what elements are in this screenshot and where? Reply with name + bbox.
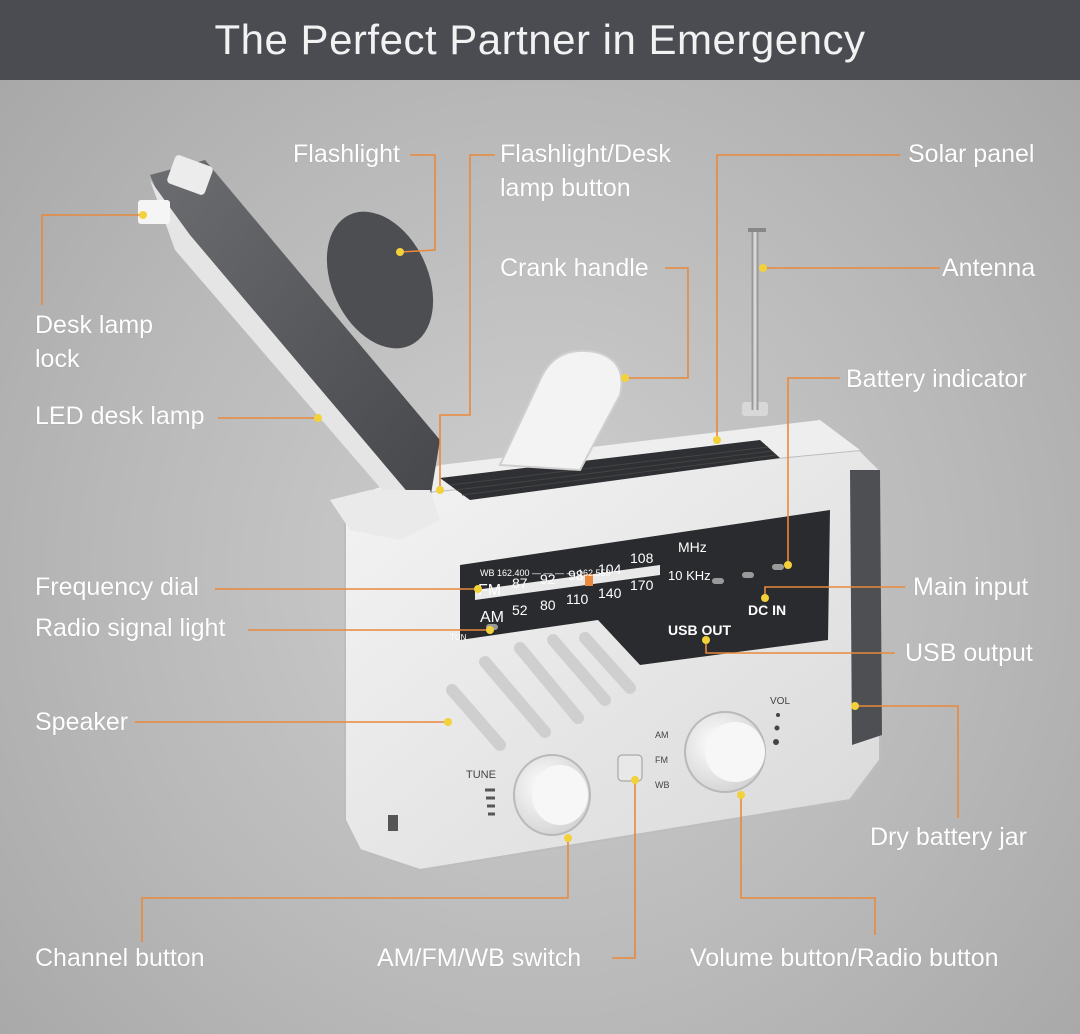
label-solar-panel: Solar panel — [908, 140, 1035, 168]
flashlight-head — [326, 211, 434, 349]
fm-scale-2: 98 — [568, 567, 584, 583]
usb-out-label: USB OUT — [668, 622, 731, 638]
label-frequency-dial: Frequency dial — [35, 573, 199, 601]
fm-scale-4: 108 — [630, 550, 654, 566]
fm-scale-0: 87 — [512, 575, 528, 591]
fm-scale-3: 104 — [598, 561, 622, 577]
band-switch[interactable] — [617, 754, 643, 782]
am-scale-3: 140 — [598, 585, 622, 601]
label-battery-indicator: Battery indicator — [846, 365, 1027, 393]
speaker-grille — [446, 632, 636, 751]
device-markings: WB 162.400 — — — — 162.550 MHz FM 87 92 … — [450, 539, 786, 642]
switch-fm-label: FM — [655, 755, 668, 765]
label-crank-handle: Crank handle — [500, 254, 649, 282]
tune-label: TUNE — [466, 769, 496, 781]
product-diagram: WB 162.400 — — — — 162.550 MHz FM 87 92 … — [0, 80, 1080, 1034]
callout-dots — [139, 211, 859, 842]
label-usb-output: USB output — [905, 639, 1033, 667]
khz-label: 10 KHz — [668, 568, 711, 583]
label-desk-lamp-lock: Desk lamp lock — [35, 311, 154, 373]
switch-am-label: AM — [655, 730, 669, 740]
label-led-desk-lamp: LED desk lamp — [35, 402, 205, 430]
tune-level-bars — [485, 788, 495, 816]
am-scale-4: 170 — [630, 577, 654, 593]
label-speaker: Speaker — [35, 708, 129, 736]
side-port — [388, 815, 398, 831]
switch-wb-label: WB — [655, 780, 670, 790]
label-flashlight-button: Flashlight/Desk lamp button — [500, 140, 671, 202]
am-scale-0: 52 — [512, 602, 528, 618]
led-desk-lamp — [138, 155, 440, 540]
solar-panel — [440, 440, 780, 500]
tun-label: TUN — [450, 633, 467, 642]
label-antenna: Antenna — [942, 254, 1036, 282]
label-main-input: Main input — [913, 573, 1029, 601]
am-scale-2: 110 — [566, 591, 589, 607]
volume-level-dots — [773, 713, 780, 745]
frequency-dial-panel — [460, 510, 830, 665]
label-volume-button: Volume button/Radio button — [690, 944, 999, 972]
tune-knob[interactable] — [513, 754, 591, 836]
label-flashlight: Flashlight — [293, 140, 400, 168]
fm-label: FM — [478, 582, 501, 599]
volume-knob[interactable] — [684, 711, 766, 793]
wb-scale: WB 162.400 — — — — 162.550 — [480, 568, 611, 578]
callout-leader-lines — [41, 154, 959, 959]
title-banner: The Perfect Partner in Emergency — [0, 0, 1080, 80]
label-radio-signal-light: Radio signal light — [35, 614, 226, 642]
vol-label: VOL — [770, 696, 790, 707]
page-title: The Perfect Partner in Emergency — [214, 16, 866, 63]
antenna — [742, 228, 768, 416]
radio-illustration: WB 162.400 — — — — 162.550 MHz FM 87 92 … — [41, 154, 959, 959]
crank-handle — [498, 349, 623, 472]
label-dry-battery-jar: Dry battery jar — [870, 823, 1027, 851]
dc-in-label: DC IN — [748, 602, 786, 618]
label-channel-button: Channel button — [35, 944, 205, 972]
device-markings-dark: TUNE VOL AM FM WB — [466, 696, 790, 790]
am-label: AM — [480, 609, 504, 626]
fm-scale-1: 92 — [540, 571, 556, 587]
desk-lamp-lock[interactable] — [138, 200, 170, 224]
mhz-label: MHz — [678, 539, 707, 555]
indicator-lights — [486, 564, 784, 630]
am-scale-1: 80 — [540, 597, 556, 613]
label-band-switch: AM/FM/WB switch — [377, 944, 582, 972]
